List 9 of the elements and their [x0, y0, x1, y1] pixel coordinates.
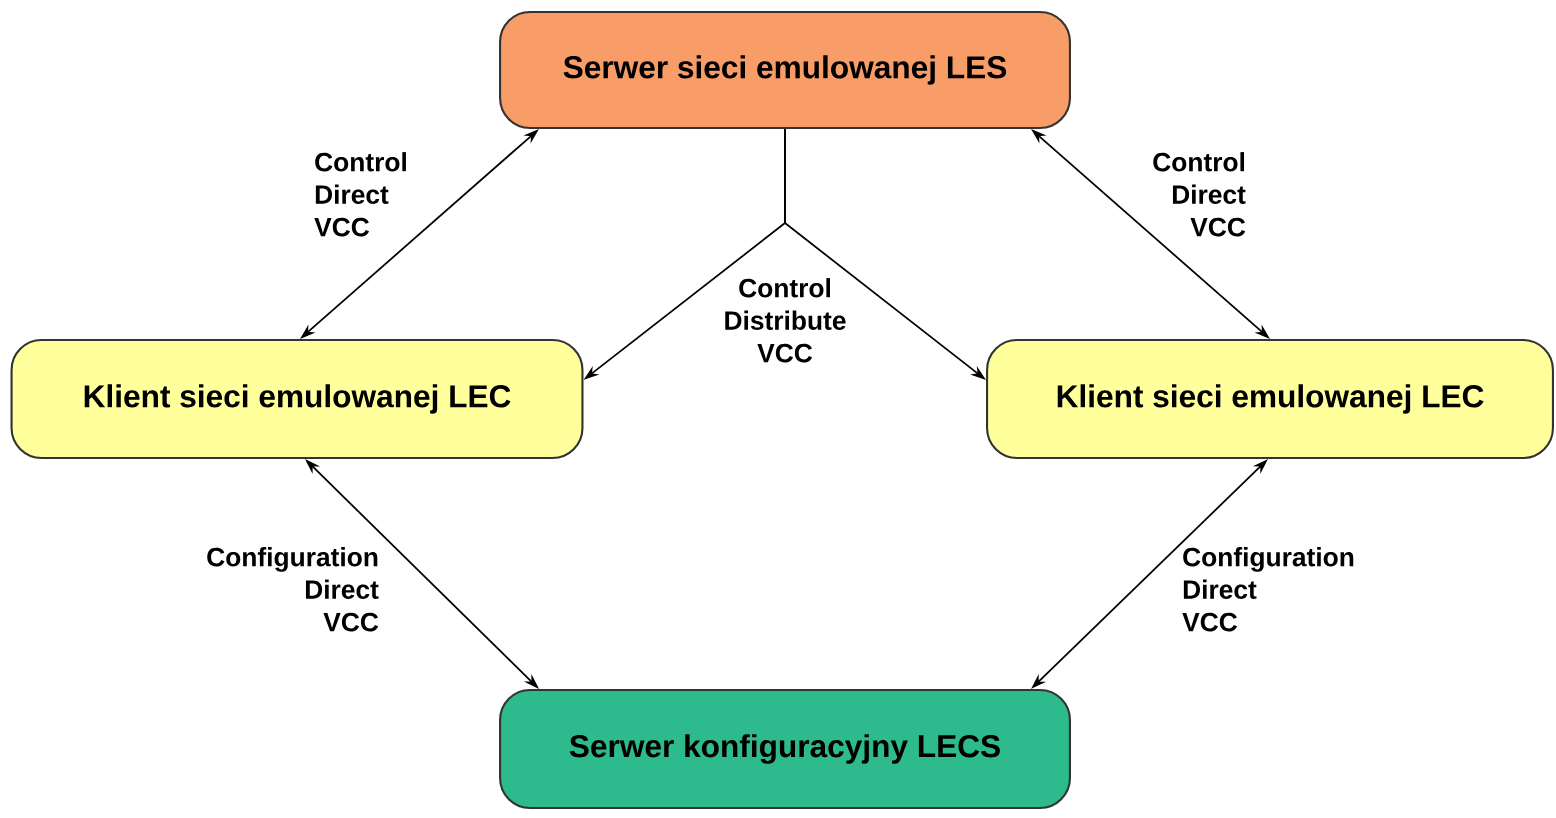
edge-label: Control Direct VCC	[1153, 152, 1246, 237]
edge-label: Control Distribute VCC	[725, 278, 846, 363]
edge-label: Configuration Direct VCC	[207, 547, 379, 632]
process-box: Klient sieci emulowanej LEC	[986, 338, 1554, 460]
process-box: Serwer sieci emulowanej LES	[499, 10, 1071, 130]
process-box: Serwer konfiguracyjny LECS	[499, 688, 1071, 810]
edge-label: Control Direct VCC	[314, 152, 406, 237]
edge-label: Configuration Direct VCC	[1182, 547, 1354, 632]
process-box: Klient sieci emulowanej LEC	[10, 338, 584, 460]
